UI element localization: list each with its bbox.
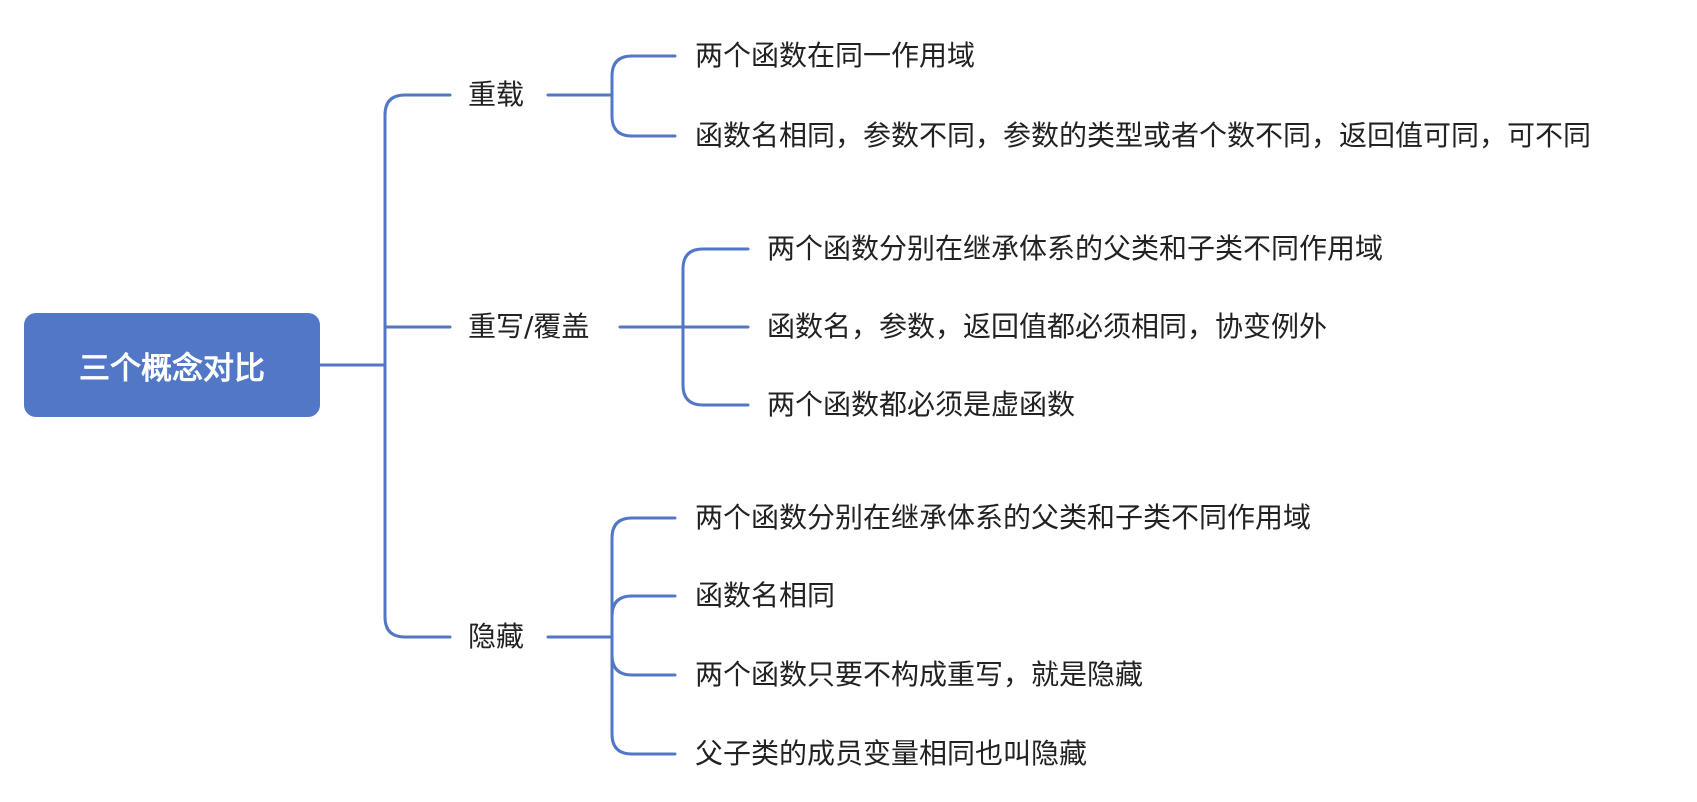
override-item: 两个函数分别在继承体系的父类和子类不同作用域 [767, 232, 1384, 265]
hide-item: 两个函数只要不构成重写，就是隐藏 [695, 658, 1144, 691]
override-item: 两个函数都必须是虚函数 [767, 388, 1076, 421]
overload-item: 两个函数在同一作用域 [695, 39, 976, 72]
trunk-line [383, 93, 407, 639]
root-label: 三个概念对比 [79, 350, 265, 387]
branch2-mid1 [610, 594, 634, 618]
overload-item: 函数名相同，参数不同，参数的类型或者个数不同，返回值可同，可不同 [695, 119, 1592, 152]
branch2-mid2 [610, 653, 677, 677]
hide-item: 两个函数分别在继承体系的父类和子类不同作用域 [695, 501, 1312, 534]
branch-override: 重写/覆盖 [468, 310, 590, 343]
branch-overload: 重载 [468, 78, 525, 111]
hide-item: 父子类的成员变量相同也叫隐藏 [695, 737, 1088, 770]
hide-item: 函数名相同 [695, 579, 836, 612]
branch0-spine [610, 54, 677, 138]
branch1-spine [681, 247, 750, 407]
branch-hide: 隐藏 [468, 620, 525, 653]
override-item: 函数名，参数，返回值都必须相同，协变例外 [767, 310, 1328, 343]
root-node: 三个概念对比 [24, 313, 320, 417]
branch2-spine [610, 516, 677, 756]
